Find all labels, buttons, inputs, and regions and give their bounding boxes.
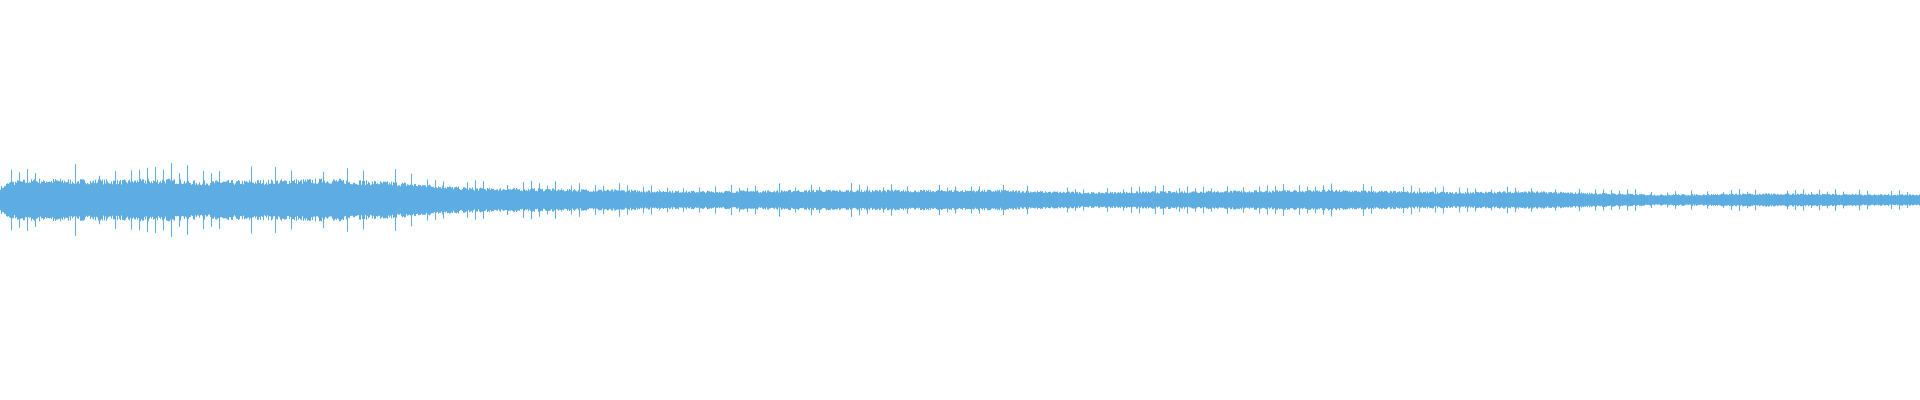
waveform-path [0, 163, 1920, 237]
